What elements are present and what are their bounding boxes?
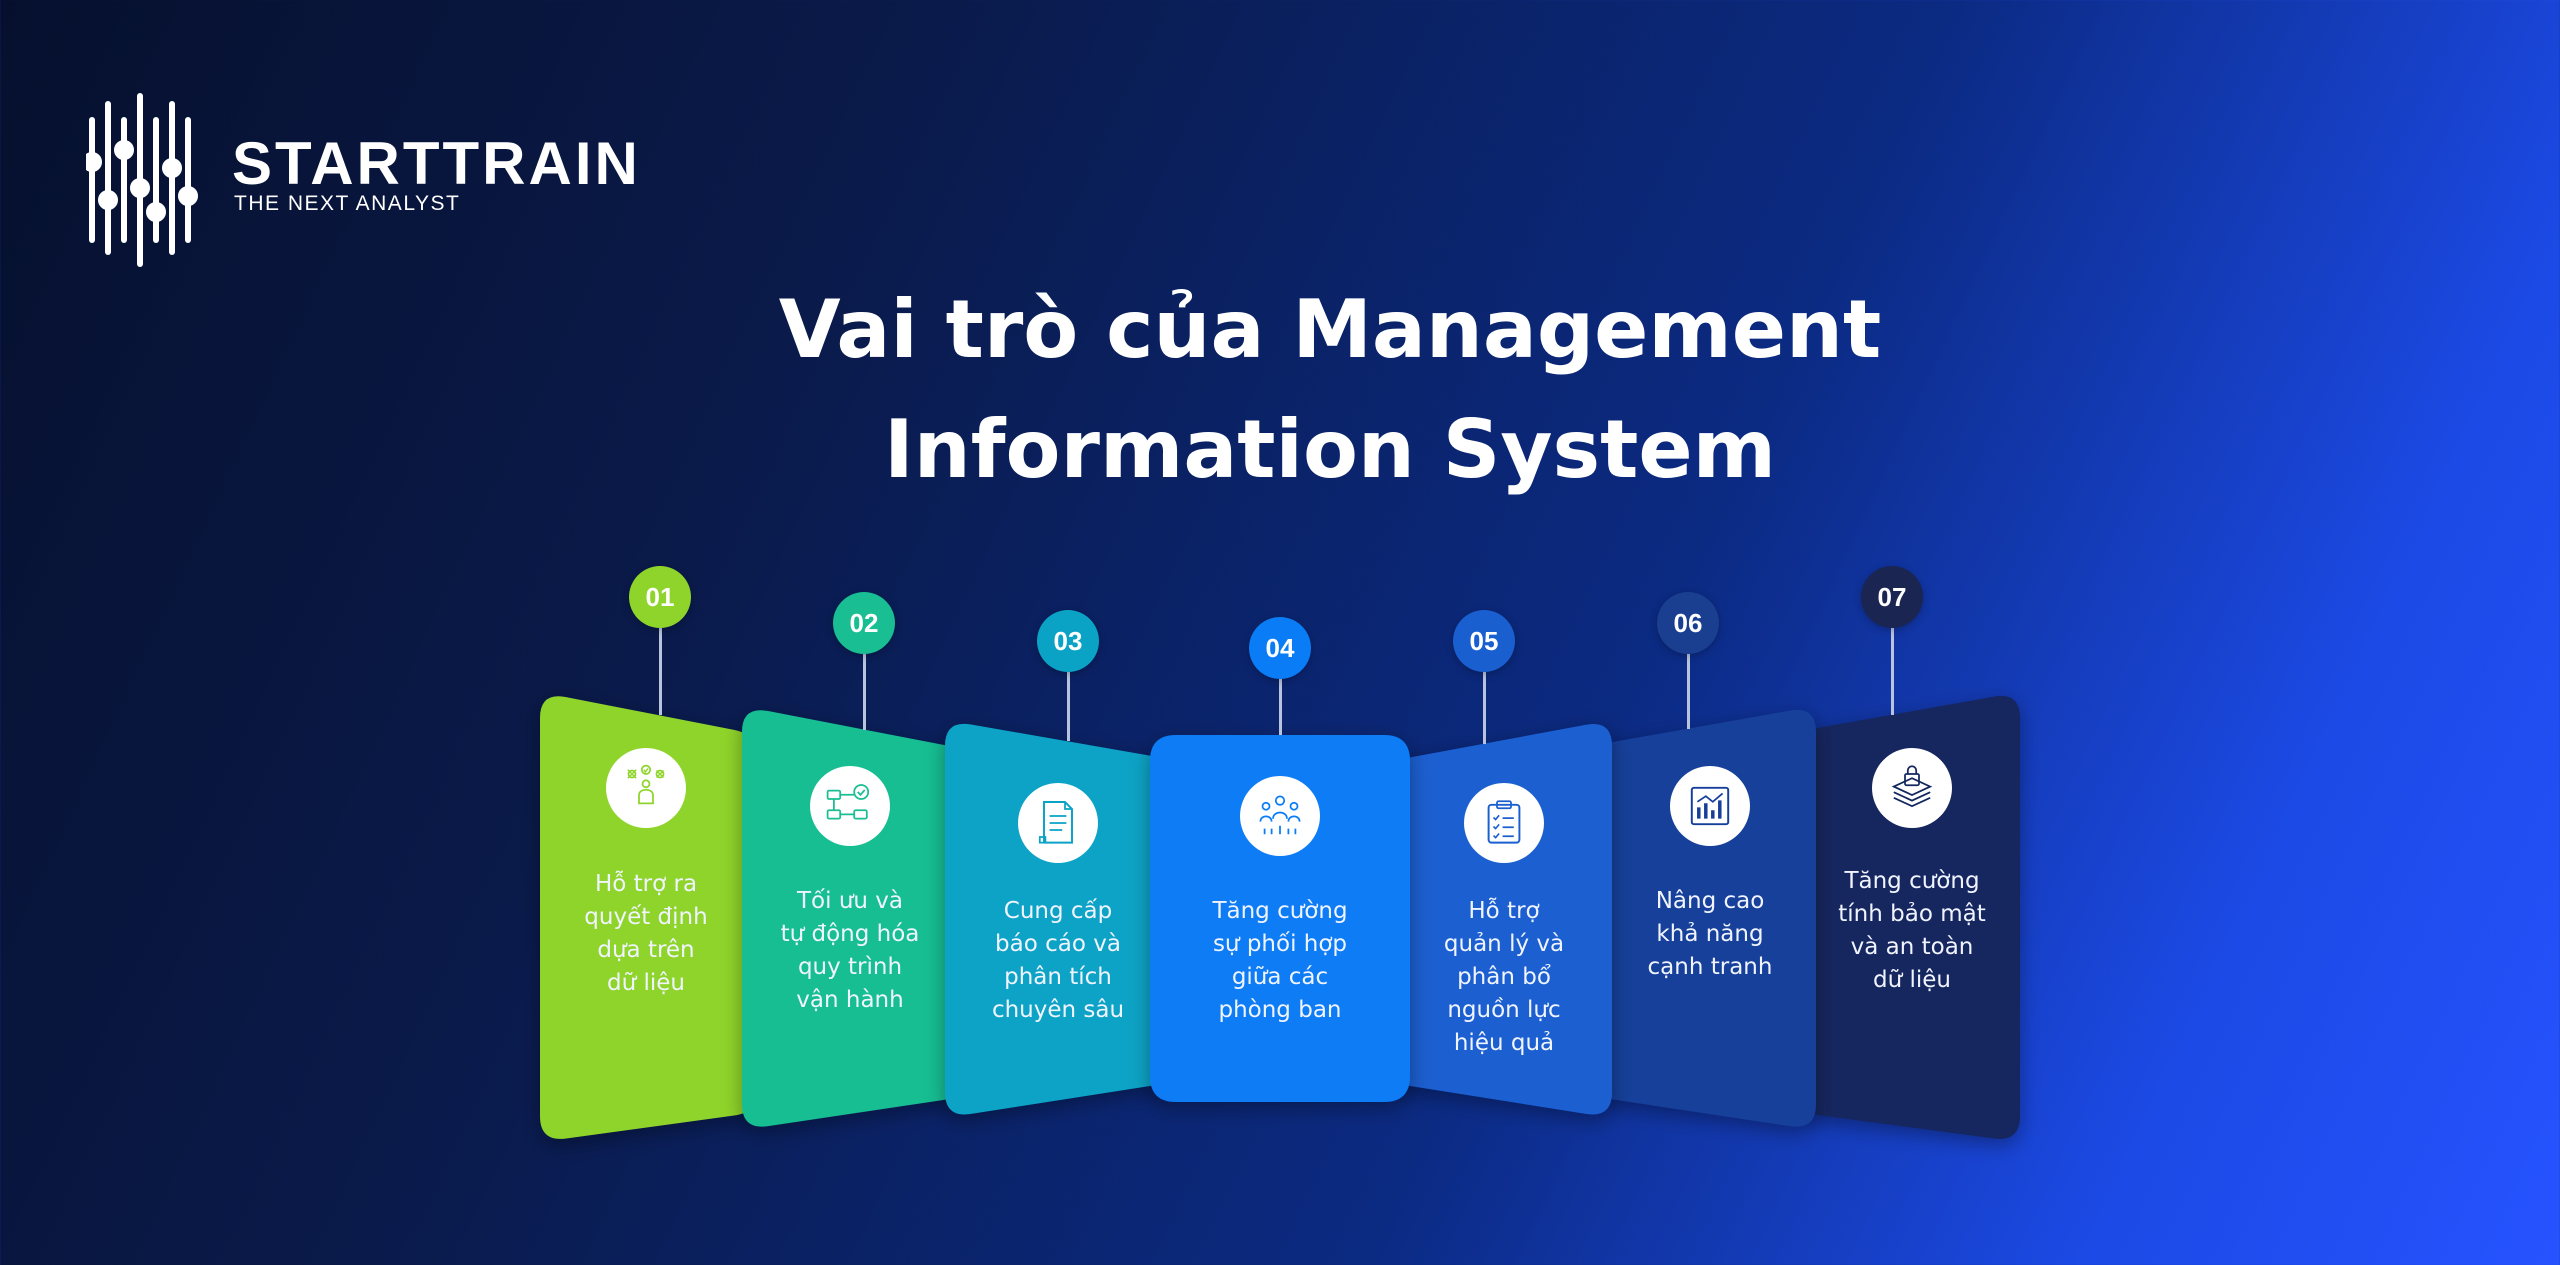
step-connector-06 bbox=[1687, 654, 1690, 729]
step-label-05: Hỗ trợ quản lý và phân bổ nguồn lực hiệu quả bbox=[1399, 895, 1609, 1060]
step-label-line: giữa các bbox=[1231, 964, 1329, 990]
step-label-line: dữ liệu bbox=[607, 970, 685, 996]
step-label-line: Tối ưu và bbox=[797, 888, 903, 914]
step-panel-01 bbox=[540, 696, 760, 1139]
step-panel-05 bbox=[1385, 724, 1612, 1115]
step-label-line: quyết định bbox=[584, 904, 708, 930]
step-panel-02 bbox=[742, 710, 970, 1127]
step-number-badge-04: 04 bbox=[1249, 617, 1311, 679]
step-label-line: báo cáo và bbox=[995, 931, 1121, 957]
step-label-line: quy trình bbox=[797, 954, 903, 980]
step-connector-03 bbox=[1067, 672, 1070, 742]
step-connector-01 bbox=[659, 628, 662, 716]
step-panel-06 bbox=[1590, 709, 1816, 1127]
step-label-line: tính bảo mật bbox=[1838, 901, 1986, 927]
page-title: Vai trò của Management Information Syste… bbox=[0, 270, 2560, 510]
security-icon bbox=[1872, 748, 1952, 828]
step-label-line: Tăng cường bbox=[1212, 898, 1348, 924]
step-label-line: dữ liệu bbox=[1873, 967, 1951, 993]
brand-tagline: THE NEXT ANALYST bbox=[234, 192, 461, 215]
step-label-line: phòng ban bbox=[1218, 997, 1342, 1023]
step-number-badge-06: 06 bbox=[1657, 592, 1719, 654]
title-line-2: Information System bbox=[884, 403, 1776, 496]
step-label-line: nguồn lực bbox=[1447, 997, 1561, 1023]
step-label-line: chuyên sâu bbox=[991, 997, 1125, 1023]
step-panel-04 bbox=[1150, 735, 1410, 1102]
step-label-07: Tăng cường tính bảo mật và an toàn dữ liệu bbox=[1807, 865, 2017, 997]
step-label-line: tự động hóa bbox=[780, 921, 920, 947]
step-number-badge-07: 07 bbox=[1861, 566, 1923, 628]
step-label-line: Nâng cao bbox=[1655, 888, 1765, 914]
step-label-line: khả năng bbox=[1656, 921, 1764, 947]
step-connector-07 bbox=[1891, 628, 1894, 715]
step-label-line: phân tích bbox=[1004, 964, 1112, 990]
step-label-line: cạnh tranh bbox=[1647, 954, 1773, 980]
brand-name: STARTTRAIN bbox=[232, 130, 641, 197]
brand-logo: STARTTRAIN THE NEXT ANALYST bbox=[86, 92, 686, 272]
title-line-1: Vai trò của Management bbox=[778, 283, 1882, 376]
step-label-03: Cung cấp báo cáo và phân tích chuyên sâu bbox=[953, 895, 1163, 1027]
decision-icon bbox=[606, 748, 686, 828]
step-label-line: Tăng cường bbox=[1844, 868, 1980, 894]
step-connector-05 bbox=[1483, 672, 1486, 744]
workflow-icon bbox=[810, 766, 890, 846]
step-label-line: hiệu quả bbox=[1453, 1030, 1555, 1056]
step-label-01: Hỗ trợ ra quyết định dựa trên dữ liệu bbox=[541, 868, 751, 1000]
step-label-line: quản lý và bbox=[1443, 931, 1565, 957]
step-label-line: sự phối hợp bbox=[1212, 931, 1348, 957]
step-label-line: Cung cấp bbox=[1003, 898, 1113, 924]
growth-chart-icon bbox=[1670, 766, 1750, 846]
step-connector-04 bbox=[1279, 679, 1282, 735]
step-panel-03 bbox=[945, 723, 1175, 1115]
logo-barcode-icon bbox=[86, 93, 198, 267]
step-label-line: Hỗ trợ ra bbox=[594, 871, 698, 897]
step-label-line: và an toàn bbox=[1850, 934, 1974, 960]
step-number-badge-02: 02 bbox=[833, 592, 895, 654]
step-number-badge-01: 01 bbox=[629, 566, 691, 628]
step-label-line: vận hành bbox=[796, 987, 904, 1013]
step-label-line: Hỗ trợ bbox=[1468, 898, 1540, 924]
step-label-line: phân bổ bbox=[1457, 964, 1551, 990]
step-label-02: Tối ưu và tự động hóa quy trình vận hành bbox=[745, 885, 955, 1017]
step-label-06: Nâng cao khả năng cạnh tranh bbox=[1605, 885, 1815, 984]
step-label-04: Tăng cường sự phối hợp giữa các phòng ban bbox=[1175, 895, 1385, 1027]
step-panel-07 bbox=[1795, 695, 2020, 1139]
checklist-icon bbox=[1464, 783, 1544, 863]
step-connector-02 bbox=[863, 654, 866, 730]
step-number-badge-05: 05 bbox=[1453, 610, 1515, 672]
step-number-badge-03: 03 bbox=[1037, 610, 1099, 672]
team-icon bbox=[1240, 776, 1320, 856]
step-label-line: dựa trên bbox=[597, 937, 695, 963]
report-icon bbox=[1018, 783, 1098, 863]
